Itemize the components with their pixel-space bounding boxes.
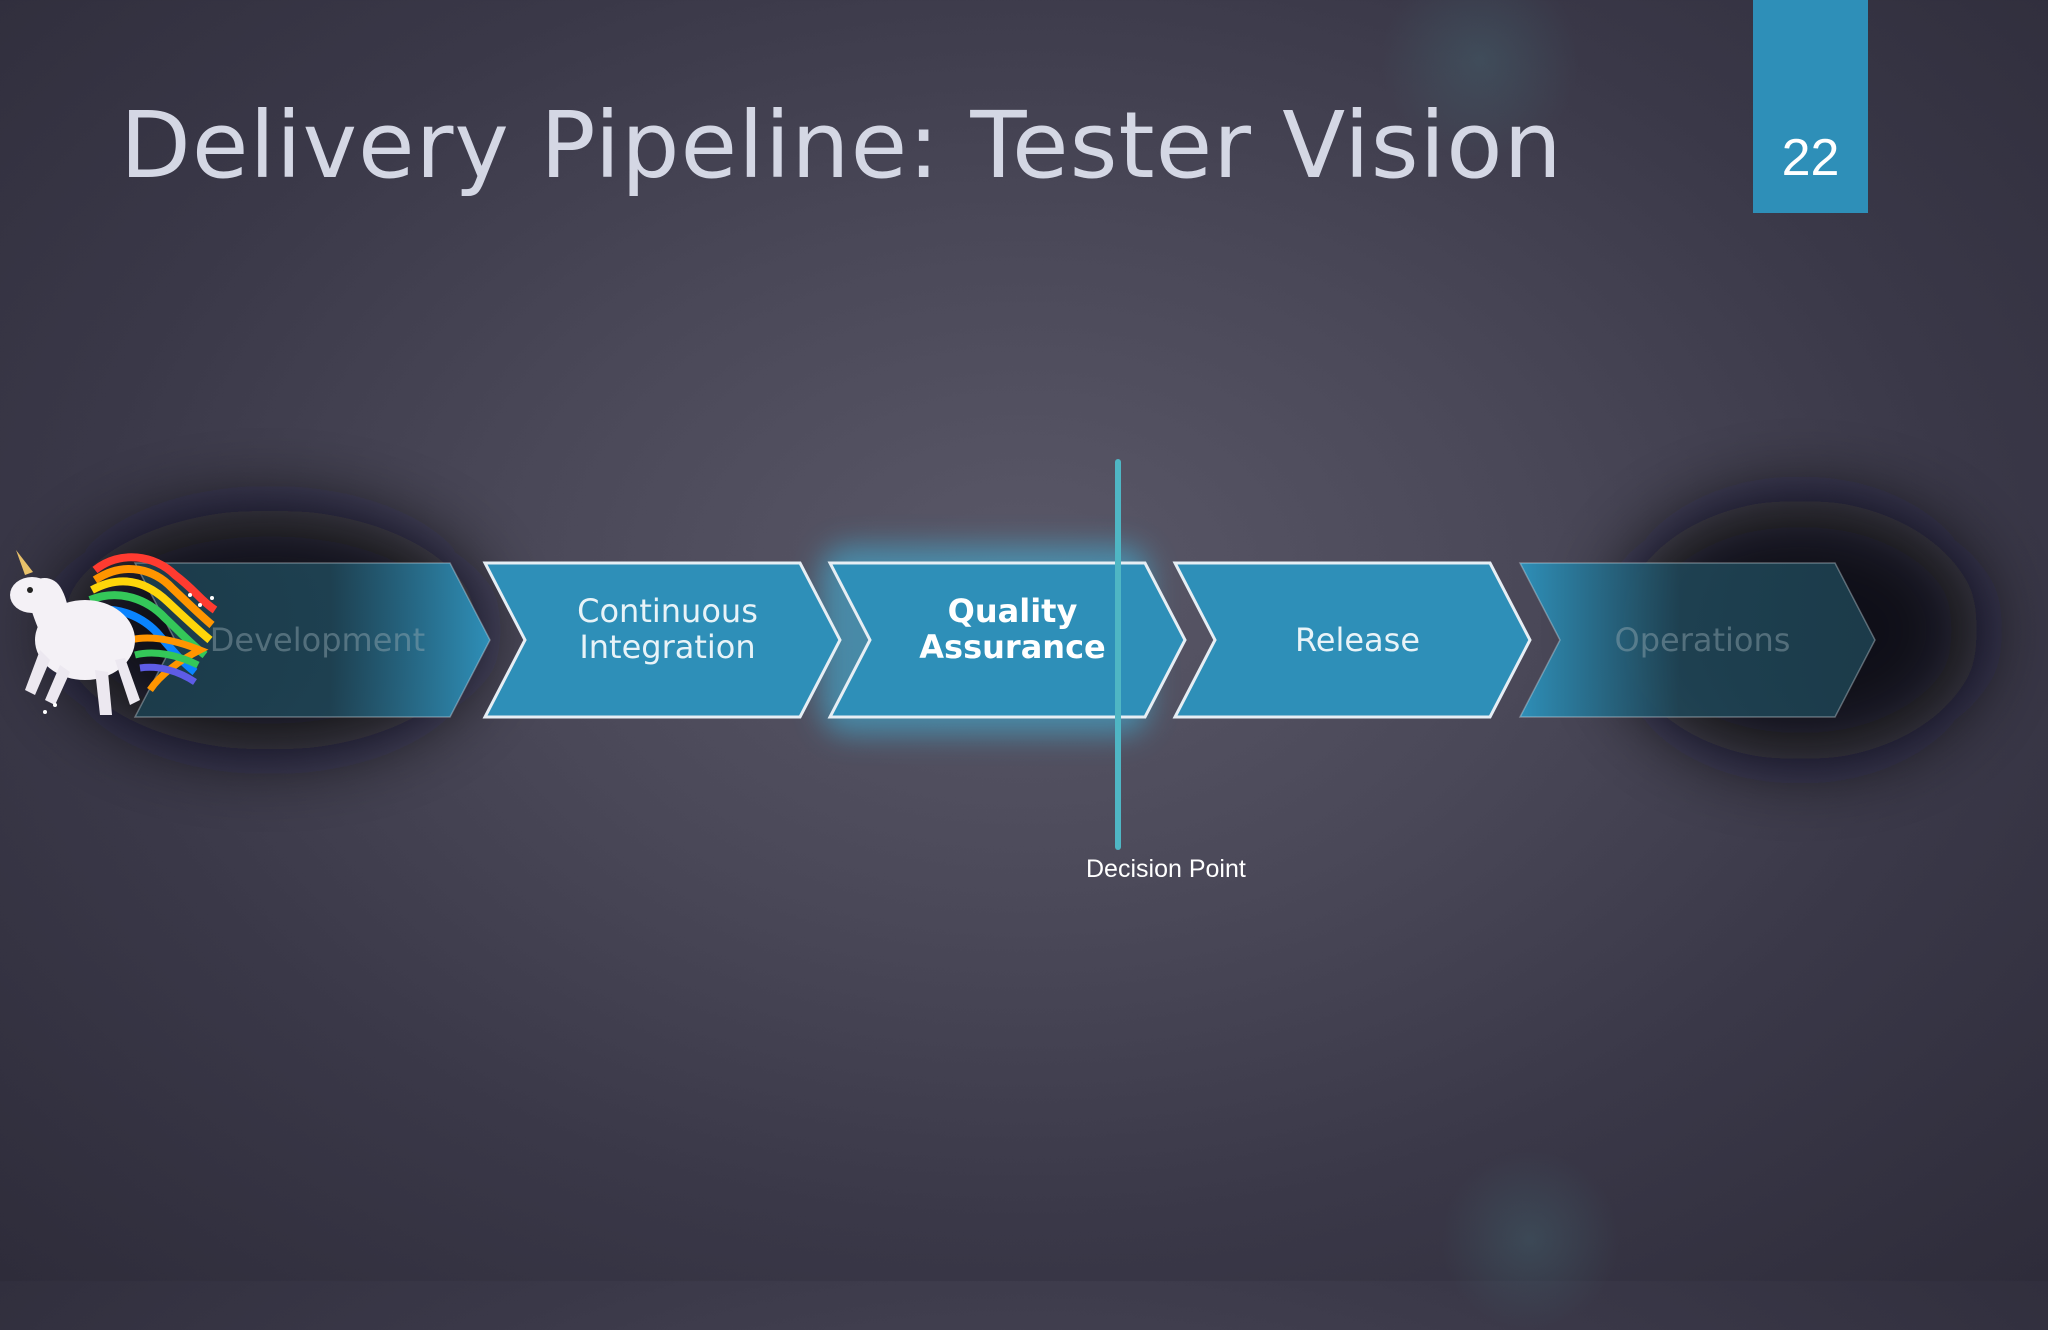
slide: Delivery Pipeline: Tester Vision 22 — [10, 0, 1980, 1330]
stage-label-5: Operations — [1615, 621, 1791, 659]
stage-label-3-line-2: Assurance — [919, 628, 1105, 666]
decision-point-label: Decision Point — [1086, 855, 1246, 883]
slide-title: Delivery Pipeline: Tester Vision — [120, 92, 1563, 199]
chevron-stage-3 — [827, 561, 1187, 719]
chevron-stage-4 — [1172, 561, 1532, 719]
stage-label-3-line-1: Quality — [948, 592, 1078, 630]
stage-label-2-line-2: Integration — [579, 628, 755, 666]
stage-label-2-line-1: Continuous — [577, 592, 758, 630]
rainbow-unicorn-icon — [10, 550, 218, 715]
background-glow — [1380, 0, 1580, 160]
chevron-stage-5 — [1518, 562, 1876, 718]
stage-label-4: Release — [1295, 621, 1420, 659]
chevron-stage-2 — [482, 561, 842, 719]
stage-label-1: Development — [210, 621, 425, 659]
slide-number-badge: 22 — [1753, 0, 1868, 213]
slide-number: 22 — [1781, 129, 1840, 187]
